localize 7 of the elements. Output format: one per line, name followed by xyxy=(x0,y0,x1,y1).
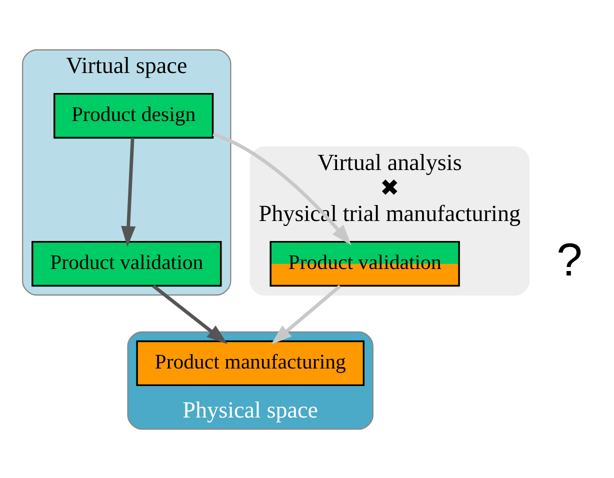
node-box: Product validation xyxy=(32,240,222,286)
node-box: Product design xyxy=(54,92,214,138)
node-box: Product manufacturing xyxy=(136,340,365,386)
arrow xyxy=(121,137,136,247)
arrow xyxy=(152,284,228,344)
label: ? xyxy=(556,232,582,285)
arrow xyxy=(271,284,342,344)
